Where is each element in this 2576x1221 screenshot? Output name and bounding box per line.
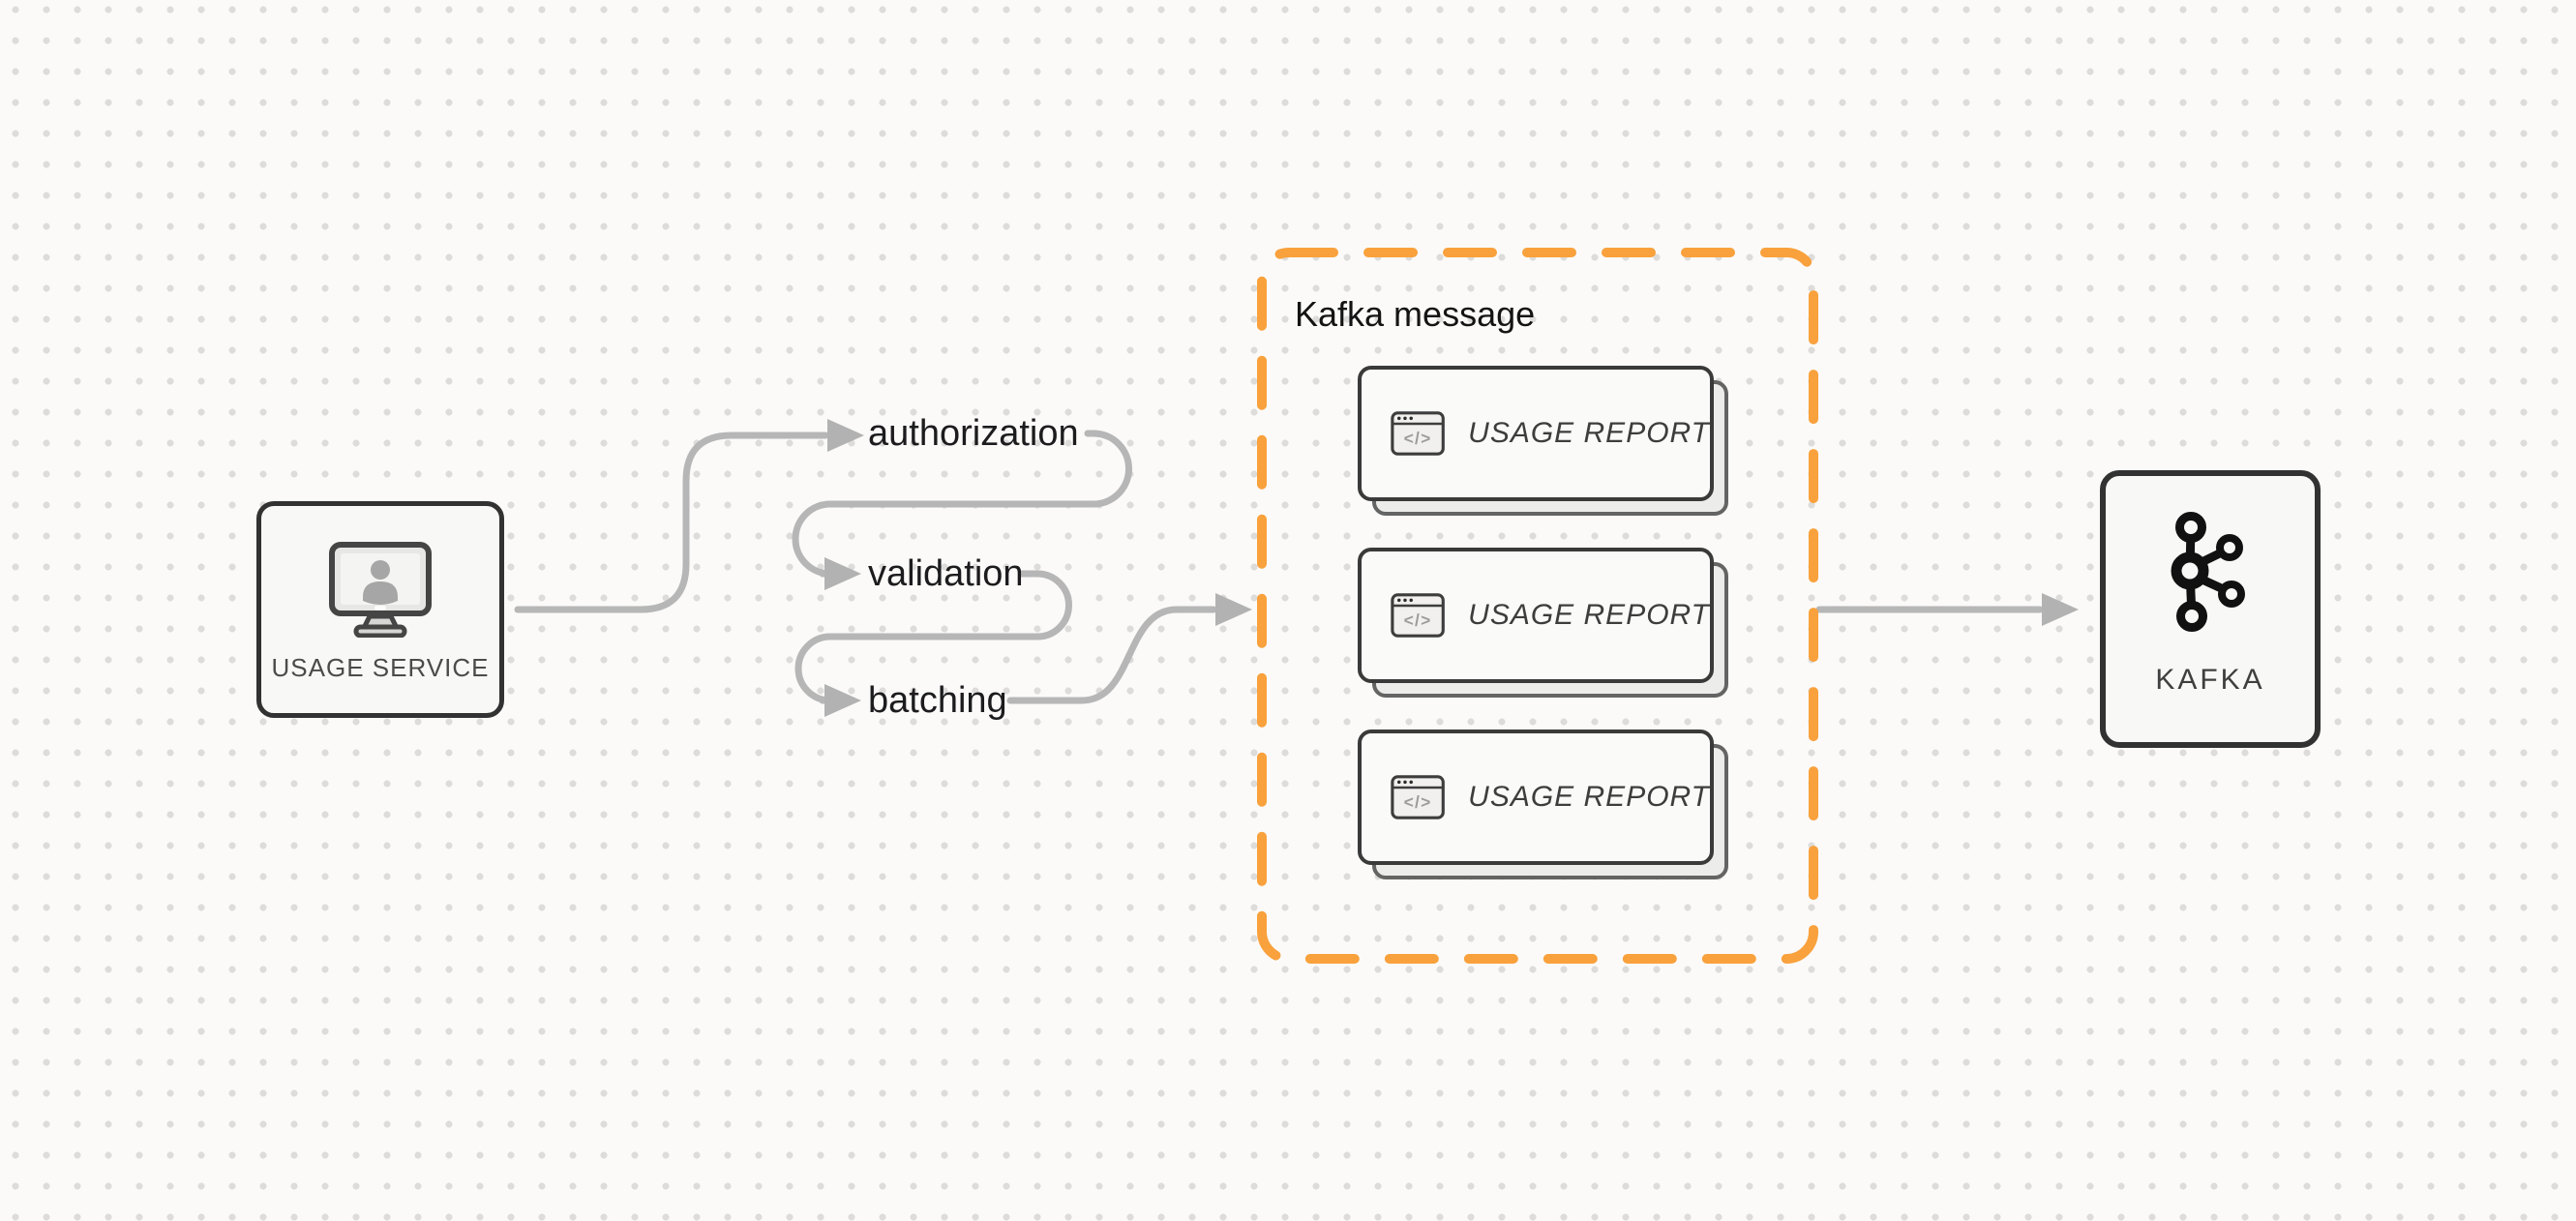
connector-authorization-to-validation <box>792 430 1132 578</box>
connector-batching-to-group <box>1006 606 1217 704</box>
usage-report-card: </> USAGE REPORT <box>1358 730 1728 879</box>
arrowhead-authorization <box>827 419 864 452</box>
usage-report-label: USAGE REPORT <box>1468 781 1710 813</box>
arrowhead-validation <box>824 557 861 590</box>
usage-service-label: USAGE SERVICE <box>271 653 490 682</box>
kafka-label: KAFKA <box>2155 664 2265 696</box>
arrowhead-group-in <box>1215 593 1252 626</box>
usage-service-node: USAGE SERVICE <box>256 501 504 718</box>
svg-text:</>: </> <box>1404 610 1432 630</box>
kafka-message-group-title: Kafka message <box>1295 294 1536 334</box>
kafka-node: KAFKA <box>2100 470 2321 748</box>
usage-report-label: USAGE REPORT <box>1468 599 1710 631</box>
connector-usage-to-authorization <box>514 432 829 613</box>
code-window-icon: </> <box>1391 775 1445 819</box>
connector-validation-to-batching <box>794 570 1072 704</box>
kafka-logo-icon <box>2171 512 2245 632</box>
usage-report-label: USAGE REPORT <box>1468 417 1710 449</box>
code-window-icon: </> <box>1391 411 1445 456</box>
usage-report-card: </> USAGE REPORT <box>1358 548 1728 698</box>
code-window-icon: </> <box>1391 593 1445 638</box>
svg-text:</>: </> <box>1404 792 1432 812</box>
arrowhead-kafka-in <box>2042 593 2079 626</box>
step-batching: batching <box>868 680 1007 721</box>
monitor-user-icon <box>329 542 432 638</box>
step-authorization: authorization <box>868 413 1079 454</box>
arrowhead-batching <box>824 684 861 717</box>
kafka-message-group-border <box>1257 248 1818 964</box>
usage-report-card: </> USAGE REPORT <box>1358 366 1728 516</box>
step-validation: validation <box>868 553 1024 594</box>
svg-text:</>: </> <box>1404 429 1432 448</box>
